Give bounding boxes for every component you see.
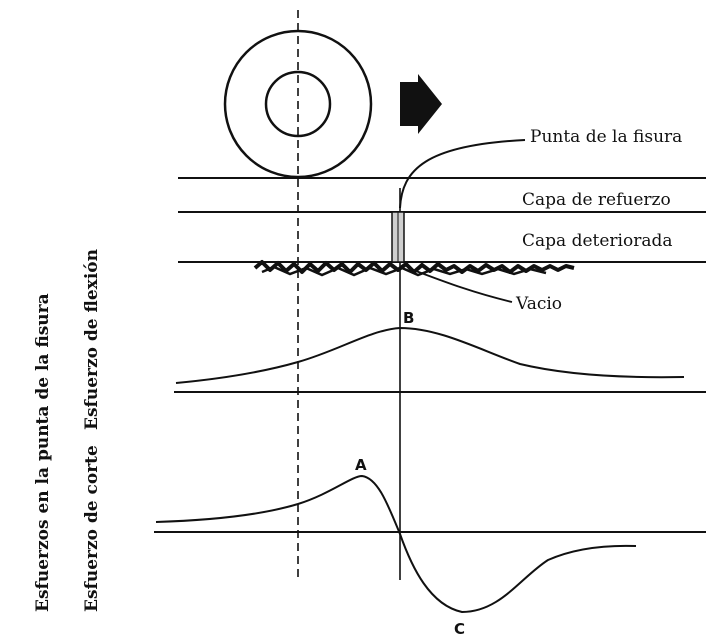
point-c-label: C xyxy=(454,620,465,638)
shear-stress-curve xyxy=(155,474,637,614)
overlay-layer-label: Capa de refuerzo xyxy=(522,190,671,210)
bending-stress-curve xyxy=(175,326,685,384)
crack-tip-label: Punta de la fisura xyxy=(530,127,682,147)
point-a-label: A xyxy=(355,456,367,474)
damaged-layer-label: Capa deteriorada xyxy=(522,231,672,251)
stresses-at-crack-tip-axis-label: Esfuerzos en la punta de la fisura xyxy=(33,293,53,612)
void-leader-line xyxy=(407,267,513,303)
point-b-label: B xyxy=(403,309,414,327)
bending-stress-axis-label: Esfuerzo de flexión xyxy=(82,249,102,430)
direction-arrow-icon xyxy=(400,74,442,134)
wheel-inner-circle xyxy=(264,70,332,138)
void-label: Vacio xyxy=(515,294,562,314)
damaged-interface-texture-2 xyxy=(261,265,547,277)
shear-stress-axis-label: Esfuerzo de corte xyxy=(82,445,102,612)
crack-tip-leader-line xyxy=(399,139,526,209)
pavement-layers xyxy=(178,177,706,263)
